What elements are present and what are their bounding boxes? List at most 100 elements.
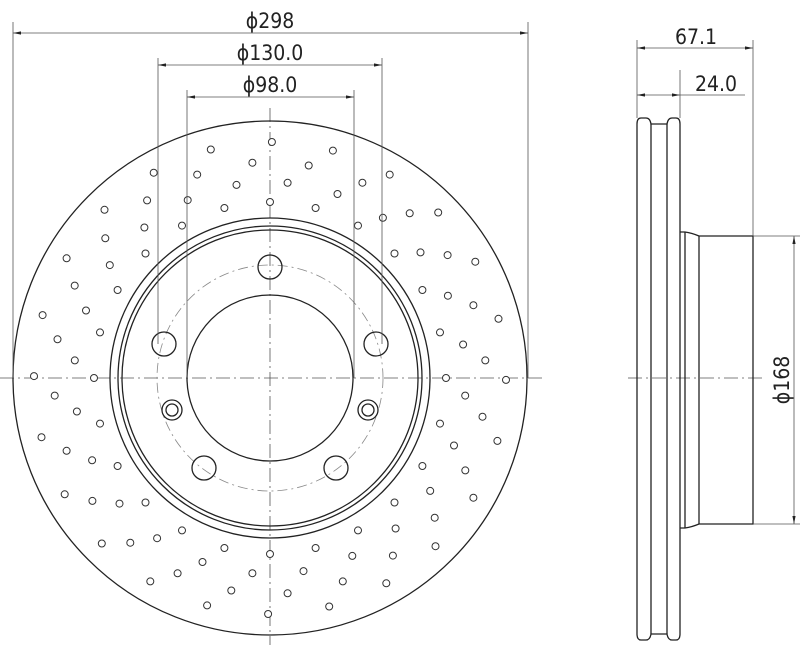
drill-hole	[153, 534, 162, 543]
drill-hole	[248, 158, 257, 167]
hub-ring-outer	[109, 217, 431, 539]
locating-hole	[161, 399, 183, 421]
drill-hole	[378, 213, 387, 222]
drill-hole	[30, 372, 38, 381]
drill-hole	[481, 356, 490, 365]
drill-hole	[405, 209, 414, 218]
drill-hole	[338, 577, 347, 586]
bolt-hole	[151, 331, 177, 357]
drill-hole	[471, 257, 480, 266]
drill-hole	[264, 610, 273, 618]
drill-hole	[450, 441, 458, 450]
drill-hole	[388, 551, 397, 560]
bolt-hole	[257, 254, 283, 280]
dimension-thickness: 24.0	[637, 70, 745, 118]
drill-hole	[436, 419, 444, 428]
hub-ring-middle	[117, 225, 423, 531]
drill-hole	[60, 490, 69, 499]
drill-hole	[183, 196, 192, 205]
drill-hole	[348, 551, 357, 560]
dimension-center-bore: ϕ98.0	[186, 73, 355, 378]
drill-hole	[232, 180, 241, 189]
drill-hole	[436, 328, 444, 337]
drill-hole	[146, 577, 155, 586]
drill-hole	[416, 248, 425, 257]
bolt-circle	[156, 264, 384, 492]
drill-holes	[30, 138, 510, 618]
bolt-hole	[363, 331, 389, 357]
drill-hole	[88, 496, 97, 505]
drill-hole	[248, 569, 257, 578]
drill-hole	[105, 261, 114, 270]
drill-hole	[198, 558, 207, 566]
drill-hole	[382, 579, 391, 588]
total-height-label: 67.1	[675, 25, 717, 49]
drill-hole	[418, 286, 427, 294]
drill-hole	[299, 567, 308, 576]
drill-hole	[53, 335, 62, 344]
locating-hole-inner	[361, 403, 375, 417]
drill-hole	[38, 311, 47, 320]
drill-hole	[178, 526, 186, 535]
drill-hole	[113, 462, 122, 470]
drill-hole	[140, 223, 149, 232]
drill-hole	[325, 602, 334, 611]
drill-hole	[493, 436, 502, 445]
dimension-total-height: 67.1	[636, 25, 754, 236]
dimension-outer-diameter: ϕ298	[12, 9, 529, 378]
drill-hole	[459, 340, 468, 349]
drill-hole	[283, 589, 292, 598]
drill-hole	[443, 291, 452, 300]
center-bore-label: ϕ98.0	[243, 73, 298, 97]
wheel-bolt-holes	[151, 254, 389, 481]
drill-hole	[101, 234, 110, 243]
drill-hole	[311, 544, 320, 552]
drill-hole	[478, 412, 487, 421]
drill-hole	[354, 221, 362, 230]
drill-hole	[72, 407, 81, 416]
drill-hole	[311, 204, 320, 212]
drill-hole	[96, 419, 104, 428]
drill-hole	[70, 281, 79, 290]
drill-hole	[203, 601, 212, 610]
drill-hole	[37, 433, 46, 442]
drill-hole	[333, 190, 342, 198]
locating-hole-inner	[165, 403, 179, 417]
hub-profile	[680, 231, 754, 529]
drill-hole	[220, 204, 229, 212]
drill-hole	[390, 498, 399, 507]
drill-hole	[434, 208, 443, 217]
drill-hole	[141, 249, 150, 258]
bolt-circle-label: ϕ130.0	[237, 41, 304, 65]
drill-hole	[391, 524, 400, 533]
drill-hole	[266, 198, 274, 206]
drill-hole	[283, 178, 292, 187]
drill-hole	[426, 486, 435, 495]
bolt-hole	[323, 455, 349, 481]
drill-hole	[97, 539, 106, 548]
drill-hole	[62, 446, 71, 455]
drill-hole	[431, 542, 440, 551]
drill-hole	[141, 498, 150, 507]
drill-hole	[220, 544, 229, 552]
drill-hole	[354, 526, 362, 535]
drill-hole	[178, 221, 186, 230]
front-view: ϕ298 ϕ130.0 ϕ98.0	[0, 9, 545, 645]
drill-hole	[328, 146, 337, 155]
drill-hole	[469, 493, 478, 502]
drill-hole	[385, 170, 394, 179]
drill-hole	[113, 286, 122, 294]
drill-hole	[443, 251, 452, 260]
hub-diameter-label: ϕ168	[770, 356, 794, 405]
drill-hole	[461, 391, 470, 400]
drill-hole	[62, 254, 71, 263]
hub-ring-inner	[121, 229, 419, 527]
drill-hole	[461, 466, 470, 475]
dimension-bolt-circle: ϕ130.0	[157, 41, 383, 344]
drill-hole	[266, 550, 274, 558]
drill-hole	[82, 306, 90, 315]
drill-hole	[358, 178, 367, 187]
drill-hole	[90, 374, 98, 382]
drill-hole	[143, 196, 152, 205]
